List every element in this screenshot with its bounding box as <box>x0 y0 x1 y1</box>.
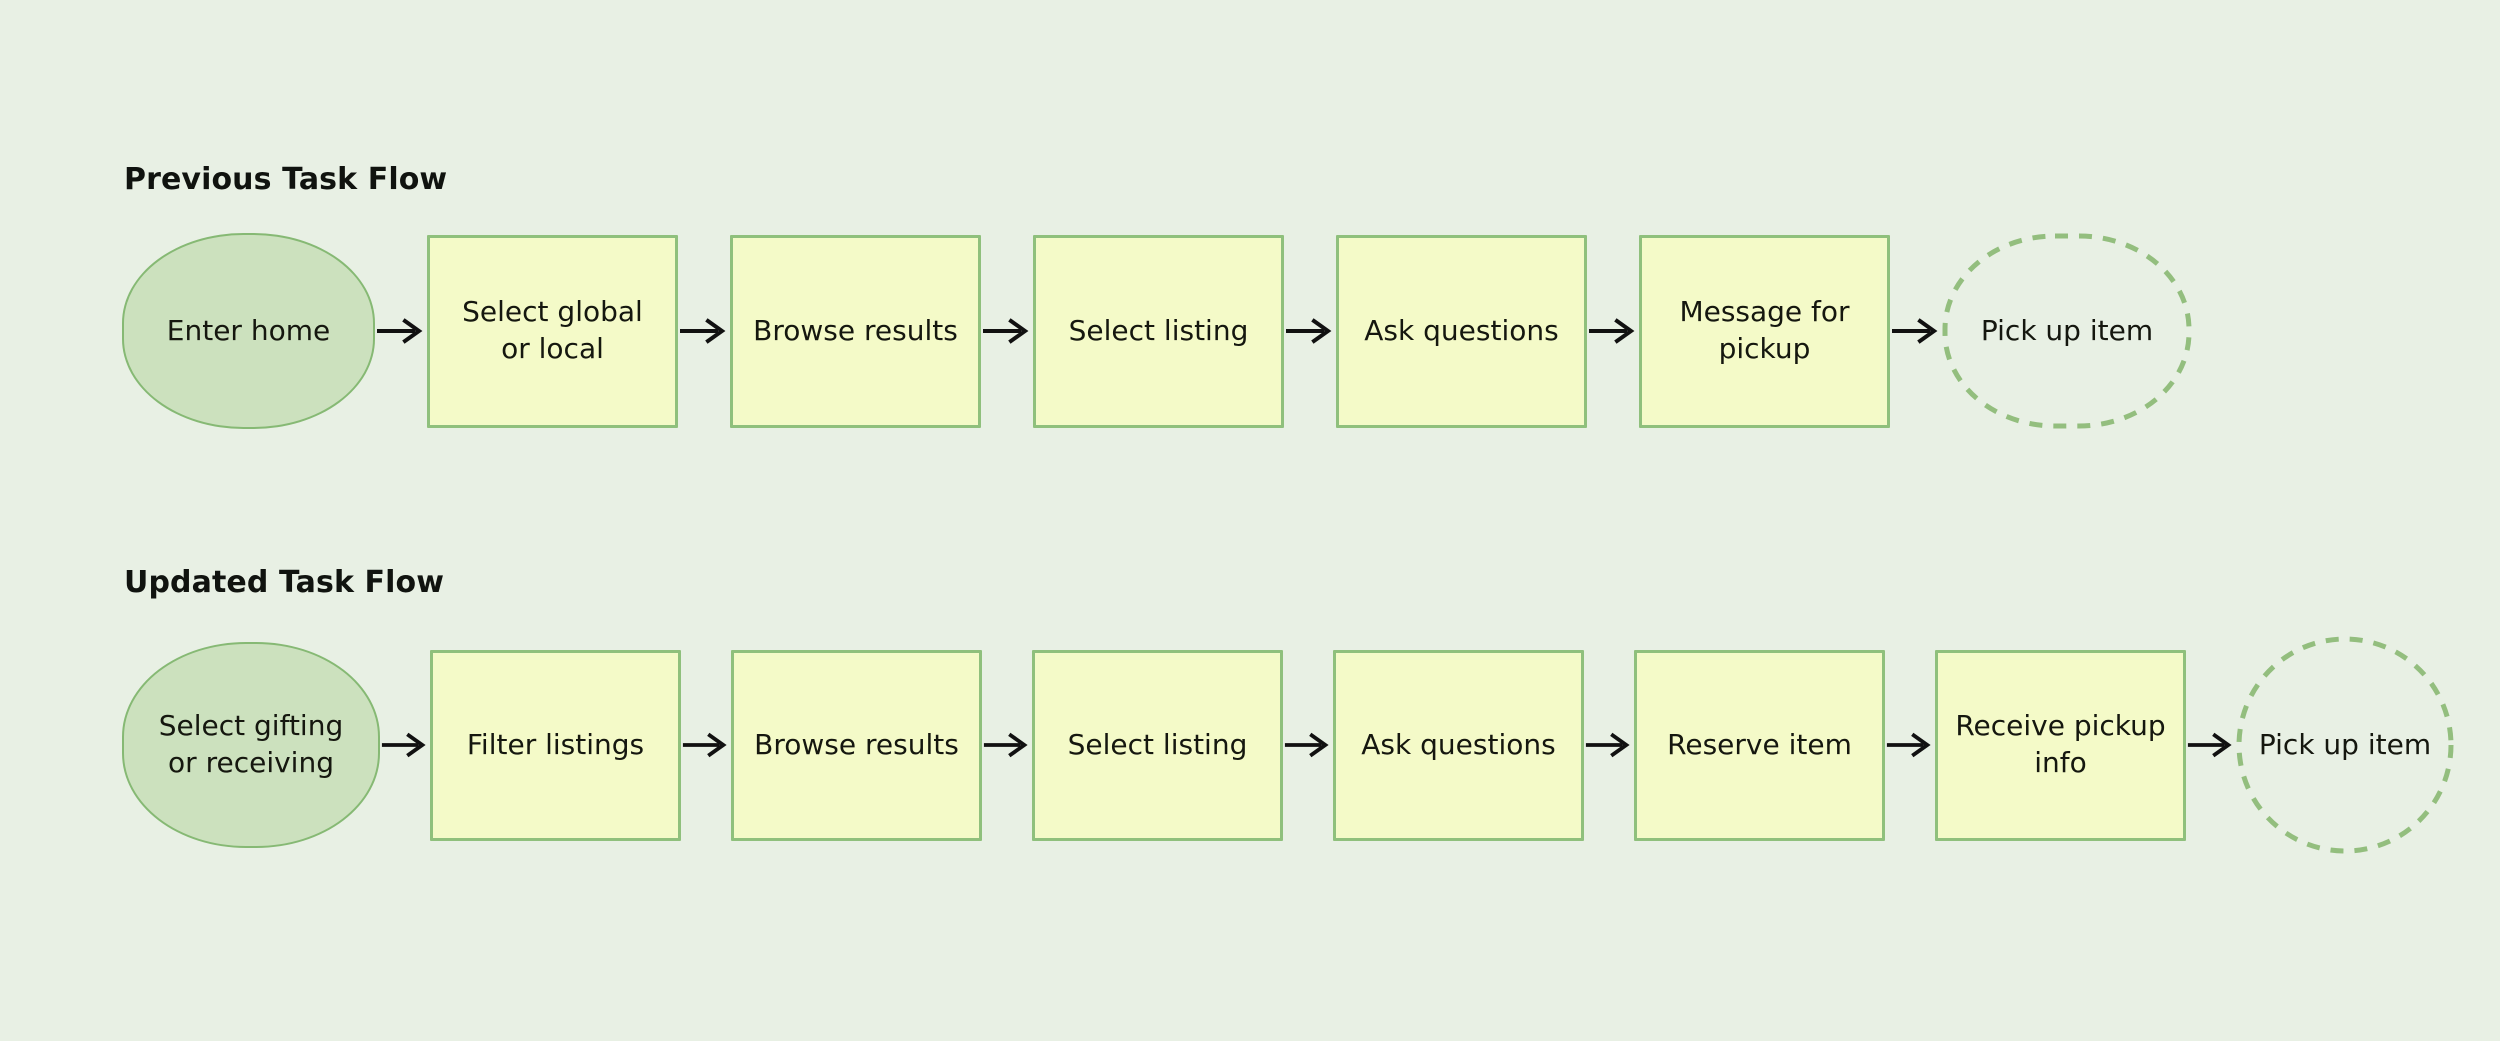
flow-node-label: Browse results <box>753 313 958 347</box>
arrow-icon <box>1286 318 1332 344</box>
flow-section-previous: Previous Task Flow Enter home Select glo… <box>122 165 2192 429</box>
arrow-icon <box>1589 318 1635 344</box>
arrow-icon <box>1284 732 1329 758</box>
flow-node-label: Ask questions <box>1361 727 1556 761</box>
flow-node-browse-results[interactable]: Browse results <box>730 234 981 428</box>
flow-node-label: Message for pickup <box>1679 295 1850 365</box>
arrow-icon <box>1886 732 1931 758</box>
flow-node-browse-results[interactable]: Browse results <box>731 649 982 841</box>
arrow-icon <box>377 318 423 344</box>
flow-node-select-gifting-or-receiving[interactable]: Select gifting or receiving <box>122 642 380 848</box>
arrow-icon <box>682 732 727 758</box>
flow-node-label: Select listing <box>1067 727 1248 761</box>
flow-node-label: Browse results <box>754 727 959 761</box>
flow-section-updated: Updated Task Flow Select gifting or rece… <box>122 568 2454 854</box>
flow-node-pick-up-item-updated[interactable]: Pick up item <box>2236 636 2454 854</box>
arrow-icon <box>2187 732 2232 758</box>
flow-node-label: Select global or local <box>462 295 643 365</box>
flow-node-pick-up-item-previous[interactable]: Pick up item <box>1942 233 2192 429</box>
dashed-circle-icon <box>2236 636 2454 854</box>
flow-title-updated: Updated Task Flow <box>124 565 445 600</box>
flow-node-label: Enter home <box>166 313 331 347</box>
flow-node-label: Filter listings <box>466 727 645 761</box>
flow-node-label: Ask questions <box>1364 313 1559 347</box>
flow-node-label: Select listing <box>1068 313 1249 347</box>
flow-node-message-for-pickup[interactable]: Message for pickup <box>1639 234 1890 428</box>
flow-row-updated: Select gifting or receiving Filter listi… <box>122 636 2454 854</box>
arrow-icon <box>983 732 1028 758</box>
arrow-icon <box>381 732 426 758</box>
dashed-oval-icon <box>1942 233 2192 429</box>
flow-node-reserve-item[interactable]: Reserve item <box>1634 649 1885 841</box>
flow-node-label: Receive pickup info <box>1955 709 2166 779</box>
flow-node-select-listing[interactable]: Select listing <box>1033 234 1284 428</box>
flow-title-previous: Previous Task Flow <box>124 162 448 197</box>
arrow-icon <box>983 318 1029 344</box>
flow-node-receive-pickup-info[interactable]: Receive pickup info <box>1935 649 2186 841</box>
flow-node-label: Reserve item <box>1667 727 1852 761</box>
flow-node-label: Pick up item <box>1980 313 2154 347</box>
arrow-icon <box>680 318 726 344</box>
arrow-icon <box>1892 318 1938 344</box>
flow-node-select-listing[interactable]: Select listing <box>1032 649 1283 841</box>
flow-node-enter-home[interactable]: Enter home <box>122 233 375 429</box>
flow-row-previous: Enter home Select global or local Browse… <box>122 233 2192 429</box>
flow-node-label: Pick up item <box>2258 727 2432 761</box>
arrow-icon <box>1585 732 1630 758</box>
flow-node-ask-questions[interactable]: Ask questions <box>1336 234 1587 428</box>
flow-node-filter-listings[interactable]: Filter listings <box>430 649 681 841</box>
flow-node-select-global-or-local[interactable]: Select global or local <box>427 234 678 428</box>
flow-node-ask-questions[interactable]: Ask questions <box>1333 649 1584 841</box>
flow-node-label: Select gifting or receiving <box>158 709 344 779</box>
